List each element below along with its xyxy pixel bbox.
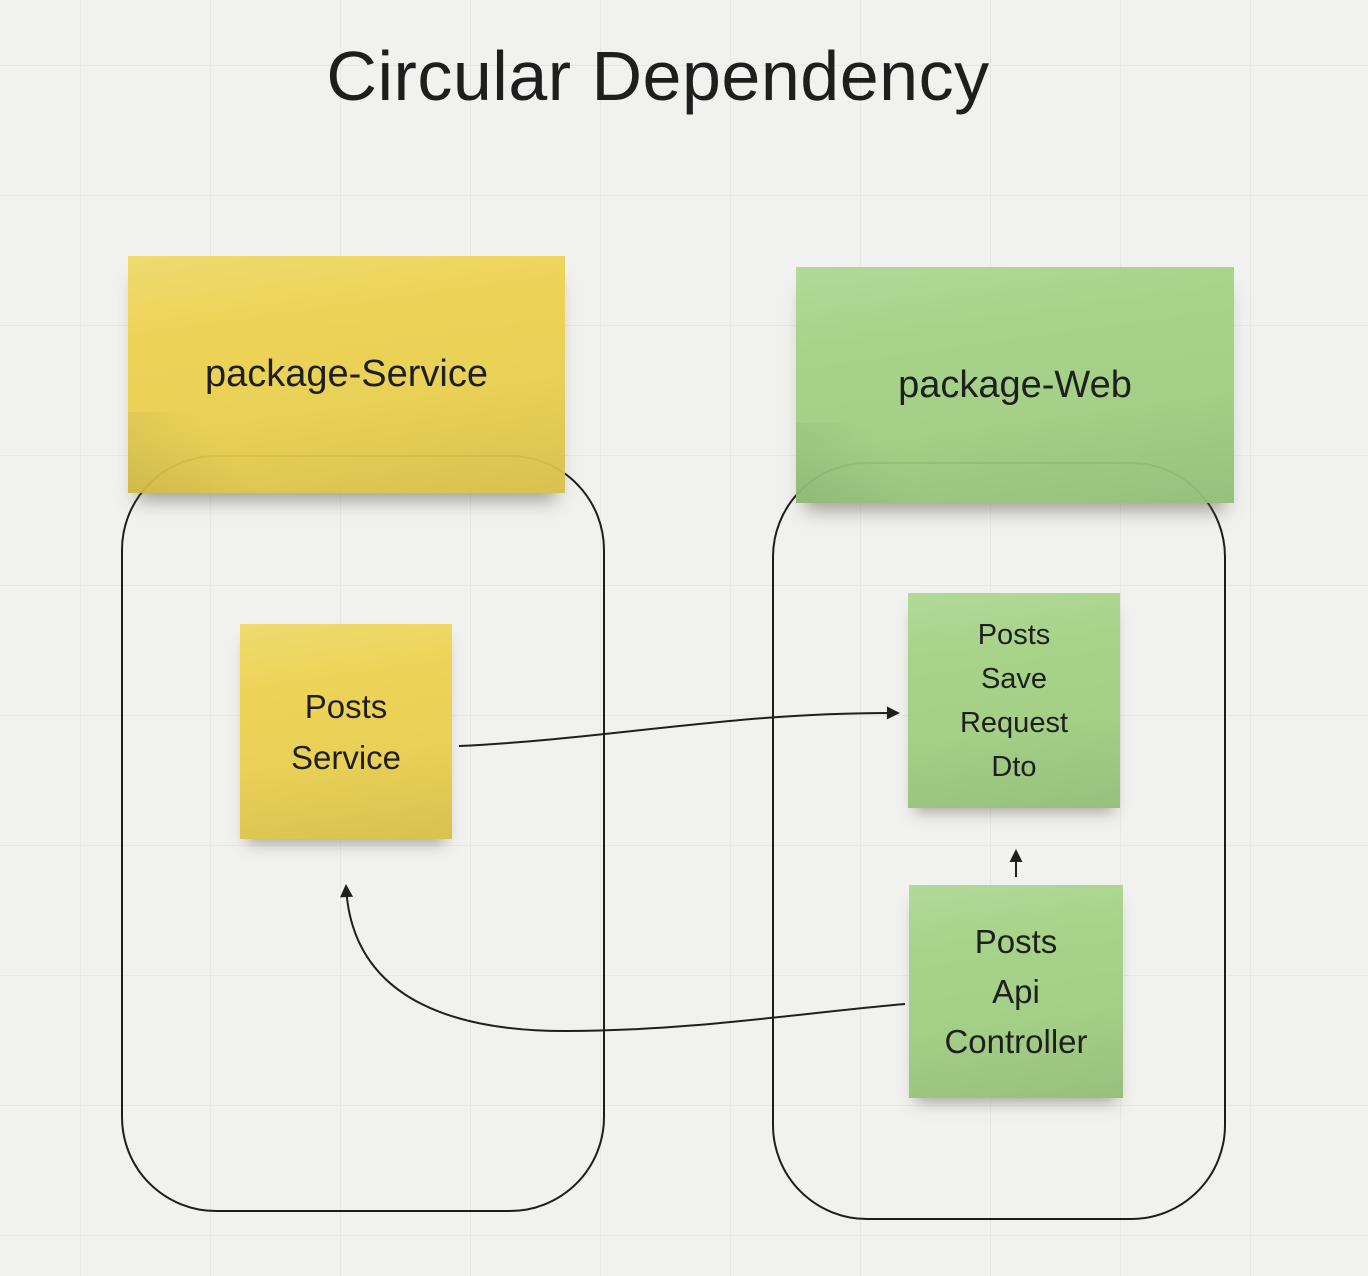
sticky-note-label: package-Web <box>898 363 1132 406</box>
sticky-note-package-web[interactable]: package-Web <box>796 267 1234 504</box>
sticky-note-package-service[interactable]: package-Service <box>128 256 565 494</box>
arrow-posts-service-to-dto[interactable] <box>458 706 900 747</box>
sticky-note-label: package-Service <box>204 353 489 395</box>
arrow-controller-to-posts-service[interactable] <box>340 884 906 1033</box>
sticky-note-posts-api-controller[interactable]: Posts Api Controller <box>909 885 1123 1098</box>
sticky-note-label: Posts Service <box>290 687 402 776</box>
sticky-note-label: Posts Save Request Dto <box>959 618 1068 783</box>
sticky-note-posts-service[interactable]: Posts Service <box>240 624 452 839</box>
sticky-note-posts-save-request-dto[interactable]: Posts Save Request Dto <box>908 593 1120 808</box>
sticky-note-label: Posts Api Controller <box>944 922 1088 1060</box>
diagram-title: Circular Dependency <box>326 37 990 115</box>
